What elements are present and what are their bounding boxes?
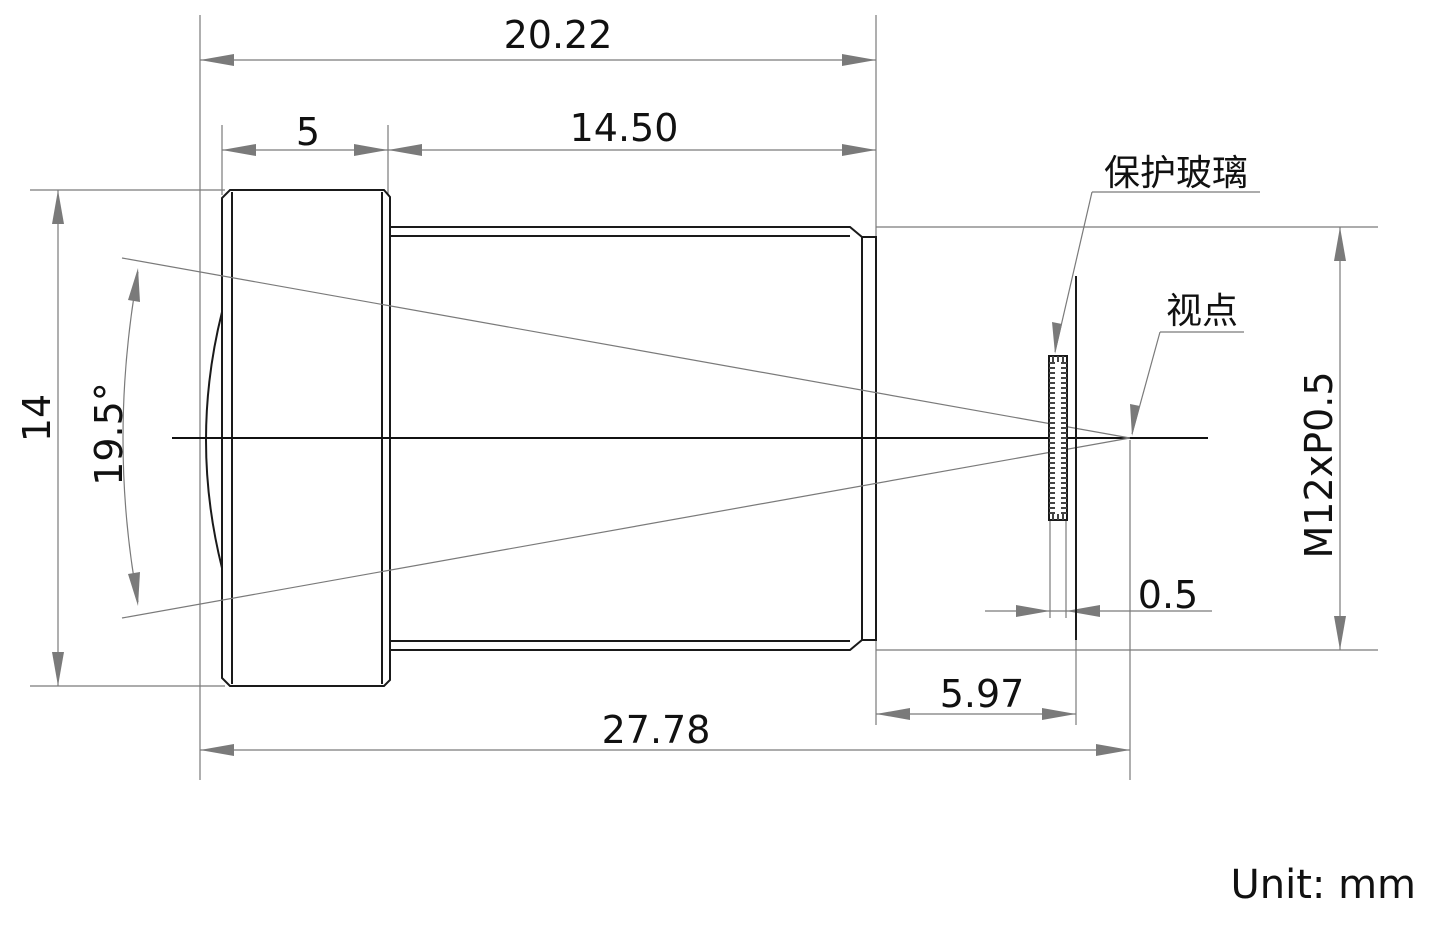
protective-glass-label: 保护玻璃 [1104,153,1248,194]
protective-glass-element [1048,276,1077,640]
dim-back-focal [876,708,1076,720]
dim-total-length [200,744,1130,756]
outer-diameter-value: 14 [15,394,59,442]
back-focal-value: 5.97 [940,672,1025,716]
dim-thread [1334,227,1346,650]
dim-barrel-length [388,144,876,156]
fov-rays [121,257,1131,619]
fov-value: 19.5° [87,382,131,486]
unit-note: Unit: mm [1230,862,1416,908]
overall-top-value: 20.22 [504,13,613,57]
extension-lines [30,15,1378,780]
dim-glass-thickness [985,605,1212,617]
lens-body [172,189,1208,687]
thread-value: M12xP0.5 [1297,372,1341,559]
dim-outer-diameter [52,190,64,686]
leader-protective-glass [1052,191,1260,354]
dim-overall-top [200,54,876,66]
total-length-value: 27.78 [602,708,711,752]
barrel-length-value: 14.50 [570,106,679,150]
view-point-label: 视点 [1166,291,1238,332]
dim-front-section [222,144,388,156]
leader-view-point [1130,331,1244,436]
front-section-value: 5 [296,110,320,154]
glass-thickness-value: 0.5 [1138,573,1198,617]
dim-fov-arc [122,268,140,606]
